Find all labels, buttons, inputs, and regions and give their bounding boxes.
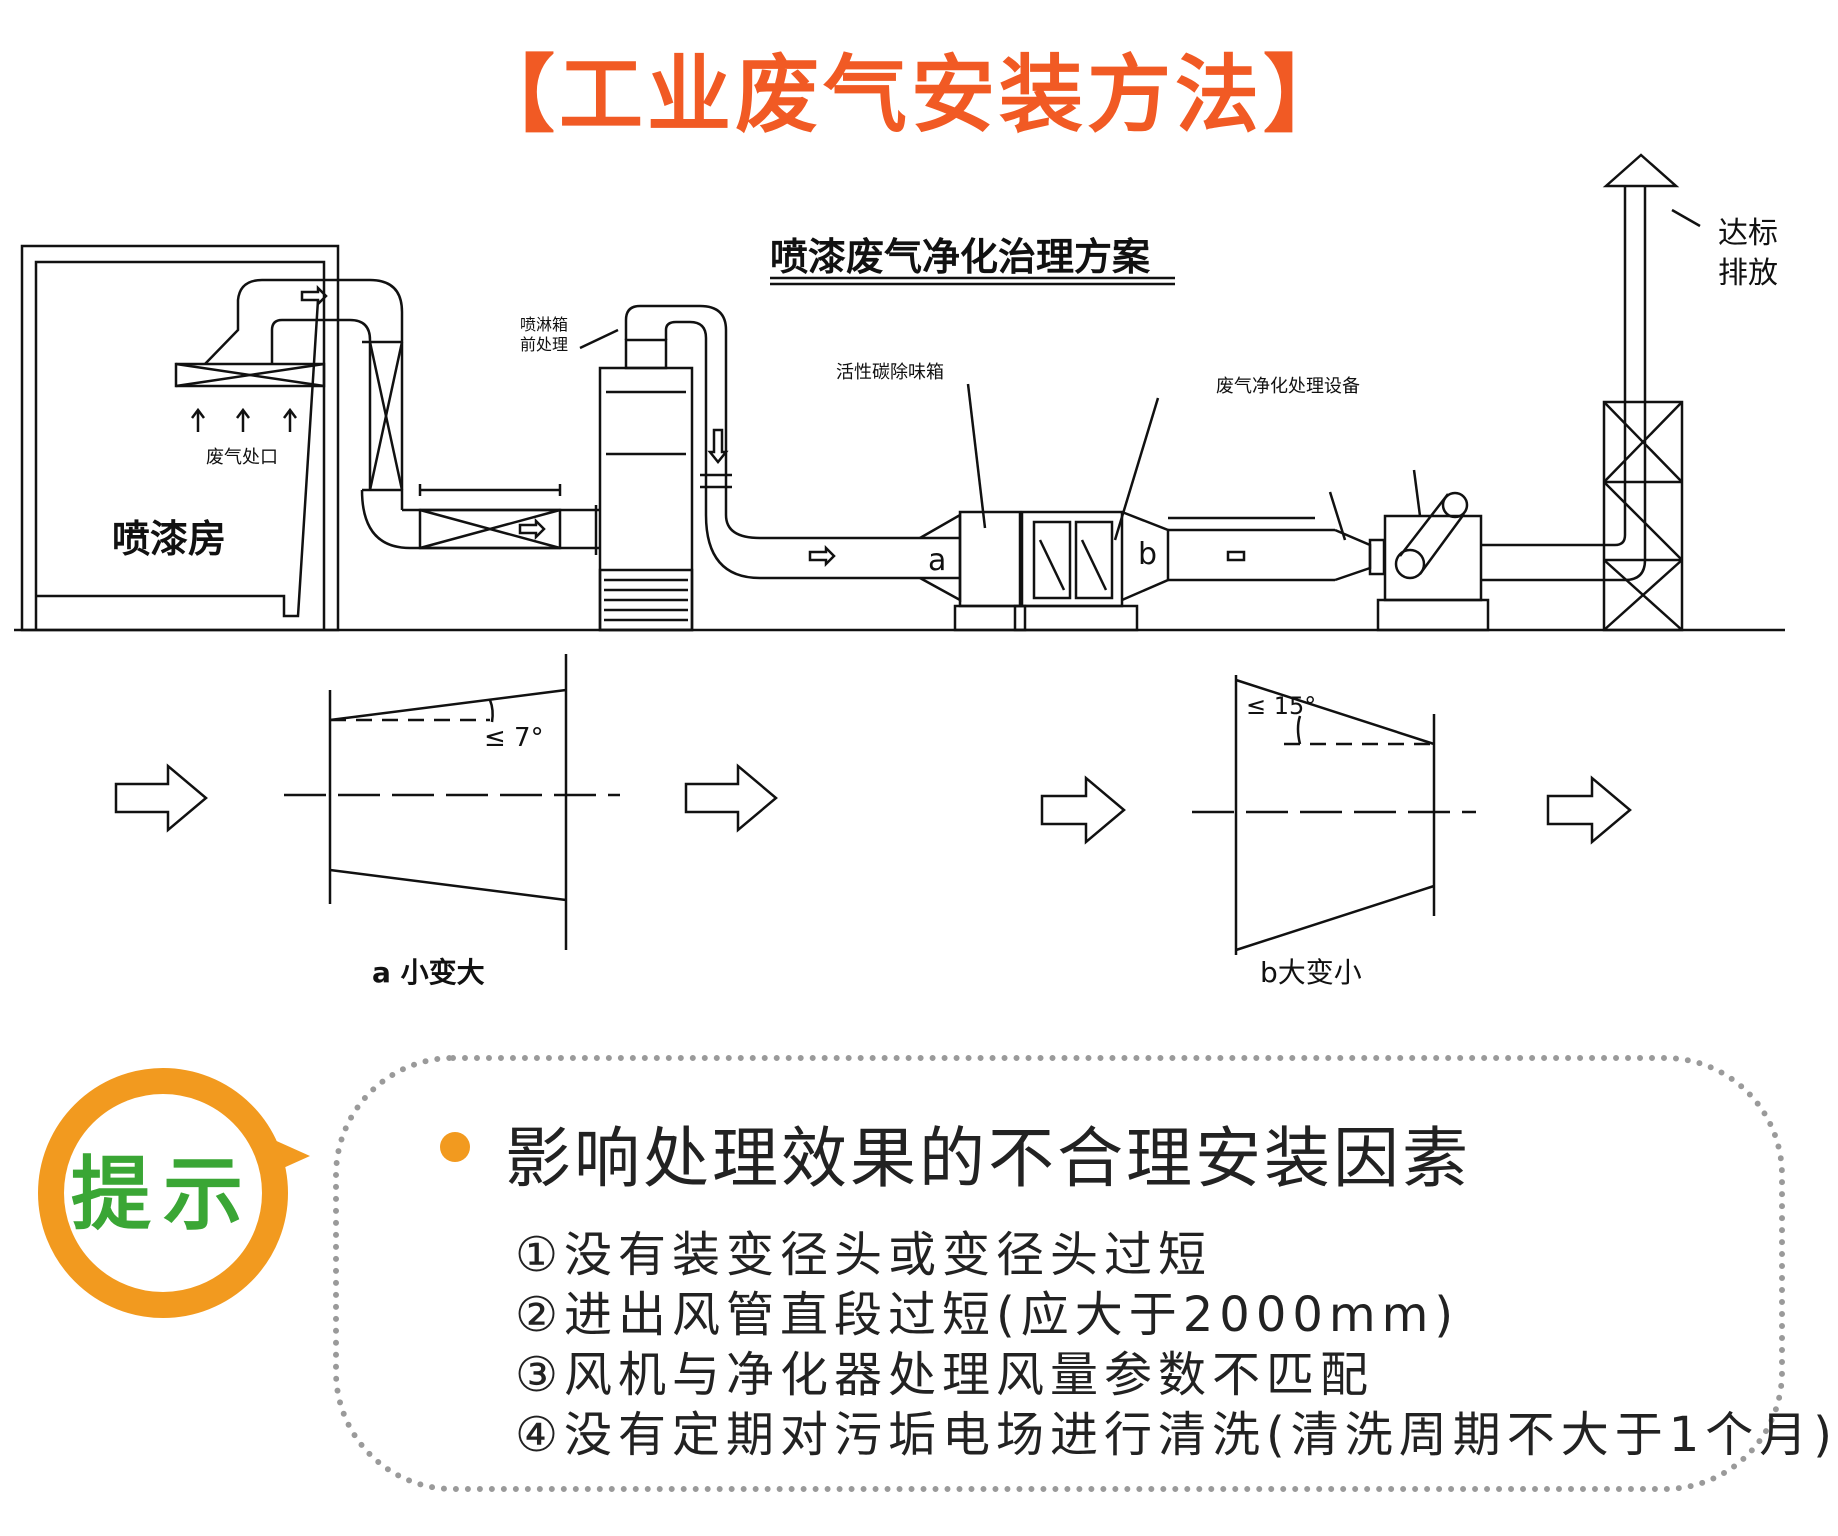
- scheme-title: 喷漆废气净化治理方案: [770, 235, 1151, 279]
- reducer-detail-b: [1040, 675, 1632, 955]
- purification-equipment: [1013, 397, 1160, 632]
- emission-label-2: 排放: [1718, 256, 1778, 291]
- emission-label-1: 达标: [1718, 216, 1778, 251]
- duct-1: [360, 484, 600, 555]
- duct-3: [1121, 491, 1386, 602]
- tip-frame: [333, 1055, 1785, 1492]
- hood-filter: [174, 278, 404, 510]
- spray-room-label: 喷漆房: [112, 517, 226, 561]
- activated-carbon-box: [953, 383, 1027, 632]
- detail-b-angle: ≤ 15°: [1246, 692, 1316, 720]
- spray-room: [20, 244, 340, 632]
- reducer-a-mark: a: [928, 543, 946, 578]
- tip-item-4: ④没有定期对污垢电场进行清洗(清洗周期不大于1个月): [515, 1407, 1838, 1463]
- flow-arrows-icon: [300, 284, 1246, 568]
- detail-b-caption: b大变小: [1260, 956, 1362, 989]
- activated-carbon-label: 活性碳除味箱: [836, 362, 944, 383]
- tip-badge: 提示: [38, 1068, 328, 1338]
- spray-tower-label-1: 喷淋箱: [520, 315, 568, 334]
- spray-tower-label-2: 前处理: [520, 335, 568, 354]
- tip-item-1: ①没有装变径头或变径头过短: [515, 1227, 1213, 1283]
- tip-item-3: ③风机与净化器处理风量参数不匹配: [515, 1347, 1375, 1403]
- detail-a-caption: a 小变大: [372, 956, 485, 989]
- detail-a-angle: ≤ 7°: [484, 723, 544, 753]
- waste-gas-outlet-label: 废气处口: [206, 447, 278, 468]
- reducer-b-mark: b: [1138, 537, 1157, 572]
- purification-equipment-label: 废气净化处理设备: [1216, 376, 1360, 397]
- spray-tower: [579, 304, 728, 632]
- title-text: 工业废气安装方法: [558, 46, 1263, 144]
- title-open-bracket: 【: [470, 46, 559, 144]
- page-title: 【工业废气安装方法】: [0, 28, 1822, 149]
- tip-badge-label: 提示: [71, 1148, 255, 1241]
- duct-2: [700, 473, 962, 603]
- exhaust-stack: [1602, 153, 1701, 632]
- reducer-detail-a: [114, 654, 778, 950]
- tip-heading: 影响处理效果的不合理安装因素: [505, 1120, 1471, 1197]
- title-close-bracket: 】: [1263, 46, 1352, 144]
- bullet-dot-icon: [440, 1132, 470, 1162]
- up-arrows-icon: [191, 407, 297, 432]
- tip-item-2: ②进出风管直段过短(应大于2000mm): [515, 1287, 1460, 1343]
